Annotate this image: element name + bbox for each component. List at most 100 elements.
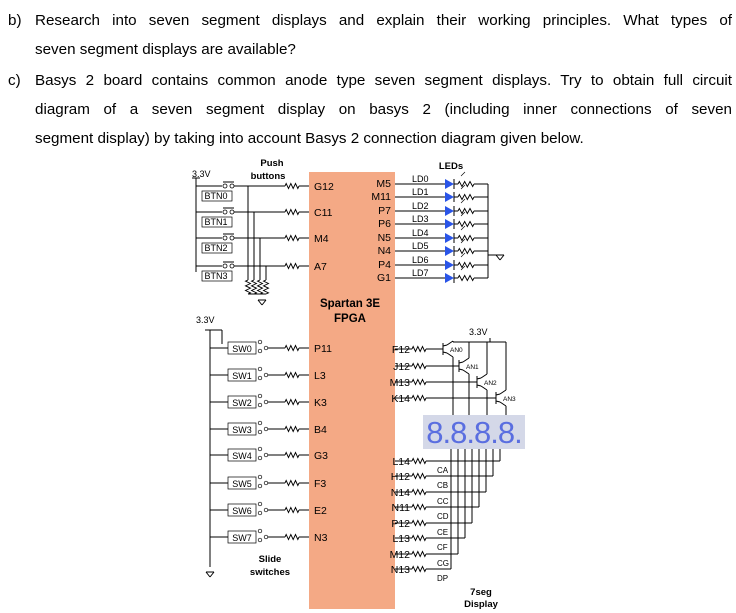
anode-label: AN0 bbox=[450, 347, 463, 354]
fpga-pin: P11 bbox=[314, 343, 332, 355]
push-buttons-title: buttons bbox=[251, 171, 286, 182]
fpga-pin: N4 bbox=[378, 245, 392, 257]
display-digits: 8.8.8.8. bbox=[426, 415, 521, 450]
fpga-pin: L13 bbox=[392, 533, 410, 545]
button-box bbox=[201, 270, 233, 282]
led-label: LD6 bbox=[412, 255, 429, 265]
question-line: Basys 2 board contains common anode type… bbox=[35, 72, 732, 89]
led-label: LD4 bbox=[412, 228, 429, 238]
led-label: LD3 bbox=[412, 214, 429, 224]
switch-label: SW0 bbox=[232, 344, 252, 354]
button-box bbox=[201, 242, 233, 254]
led-icon bbox=[445, 260, 454, 270]
led-label: LD0 bbox=[412, 174, 429, 184]
fpga-pin: G1 bbox=[377, 272, 391, 284]
fpga-pin: M11 bbox=[371, 191, 391, 203]
led-icon bbox=[445, 206, 454, 216]
segment-label: CG bbox=[437, 559, 449, 568]
button-label: BTN2 bbox=[204, 243, 227, 253]
leds-title: LEDs bbox=[439, 161, 463, 172]
question-label: b) bbox=[8, 12, 22, 29]
fpga-pin: E2 bbox=[314, 505, 327, 517]
fpga-pin: H12 bbox=[391, 471, 410, 483]
basys2-connection-diagram: Spartan 3E FPGA Push buttons LEDs Slide … bbox=[192, 158, 525, 610]
fpga-pin: M5 bbox=[376, 178, 391, 190]
supply-label: 3.3V bbox=[196, 315, 215, 325]
led-icon bbox=[445, 273, 454, 283]
fpga-pin: N11 bbox=[392, 502, 411, 514]
seven-segment-display bbox=[423, 415, 525, 449]
fpga-pin: N3 bbox=[314, 532, 328, 544]
switch-label: SW4 bbox=[232, 451, 252, 461]
display-title: 7seg bbox=[470, 587, 492, 598]
fpga-pin: P7 bbox=[378, 205, 391, 217]
slide-switches-title: Slide bbox=[259, 554, 282, 565]
button-label: BTN0 bbox=[204, 191, 227, 201]
switch-box bbox=[227, 341, 257, 355]
fpga-pin: F3 bbox=[314, 478, 326, 490]
fpga-pin: L3 bbox=[314, 370, 326, 382]
fpga-pin: L14 bbox=[392, 456, 410, 468]
fpga-pin: M13 bbox=[390, 377, 411, 389]
switch-label: SW2 bbox=[232, 398, 252, 408]
led-label: LD5 bbox=[412, 241, 429, 251]
switch-label: SW3 bbox=[232, 425, 252, 435]
fpga-pin: F12 bbox=[392, 344, 410, 356]
fpga-pin: N5 bbox=[378, 232, 392, 244]
led-label: LD1 bbox=[412, 187, 429, 197]
fpga-pin: C11 bbox=[314, 207, 333, 219]
fpga-block bbox=[309, 172, 395, 609]
switch-box bbox=[227, 395, 257, 409]
led-icon bbox=[445, 192, 454, 202]
button-box bbox=[201, 216, 233, 228]
fpga-pin: N14 bbox=[391, 487, 410, 499]
button-label: BTN1 bbox=[204, 217, 227, 227]
fpga-pin: M12 bbox=[390, 549, 411, 561]
question-line: Research into seven segment displays and… bbox=[35, 12, 732, 29]
segment-label: CF bbox=[437, 543, 448, 552]
segment-label: CB bbox=[437, 481, 448, 490]
switch-label: SW6 bbox=[232, 506, 252, 516]
fpga-pin: P6 bbox=[378, 218, 391, 230]
led-icon bbox=[445, 219, 454, 229]
anode-label: AN3 bbox=[503, 396, 516, 403]
fpga-pin: G3 bbox=[314, 450, 328, 462]
led-label: LD7 bbox=[412, 268, 429, 278]
anode-label: AN2 bbox=[484, 380, 497, 387]
button-label: BTN3 bbox=[204, 271, 227, 281]
fpga-label: Spartan 3E bbox=[320, 298, 380, 310]
question-line: seven segment displays are available? bbox=[35, 41, 296, 58]
question-line: diagram of a seven segment display on ba… bbox=[35, 101, 732, 118]
fpga-label: FPGA bbox=[334, 313, 366, 325]
led-icon bbox=[445, 246, 454, 256]
question-label: c) bbox=[8, 72, 21, 89]
switch-box bbox=[227, 448, 257, 462]
display-title: Display bbox=[464, 599, 499, 610]
fpga-pin: K14 bbox=[391, 393, 410, 405]
fpga-pin: M4 bbox=[314, 233, 329, 245]
switch-label: SW5 bbox=[232, 479, 252, 489]
switch-box bbox=[227, 368, 257, 382]
fpga-pin: A7 bbox=[314, 261, 327, 273]
led-icon bbox=[445, 233, 454, 243]
switch-box bbox=[227, 422, 257, 436]
anode-label: AN1 bbox=[466, 364, 479, 371]
fpga-pin: P4 bbox=[378, 259, 391, 271]
segment-label: CD bbox=[437, 512, 449, 521]
segment-label: DP bbox=[437, 574, 448, 583]
segment-label: CC bbox=[437, 497, 449, 506]
supply-label: 3.3V bbox=[469, 327, 488, 337]
supply-label: 3.3V bbox=[192, 169, 211, 179]
led-label: LD2 bbox=[412, 201, 429, 211]
fpga-pin: J12 bbox=[393, 361, 410, 373]
switch-label: SW7 bbox=[232, 533, 252, 543]
switch-label: SW1 bbox=[232, 371, 252, 381]
segment-label: CE bbox=[437, 528, 448, 537]
fpga-pin: N13 bbox=[391, 564, 410, 576]
fpga-pin: K3 bbox=[314, 397, 327, 409]
slide-switches-title: switches bbox=[250, 567, 290, 578]
led-icon bbox=[445, 179, 454, 189]
switch-box bbox=[227, 503, 257, 517]
push-buttons-title: Push bbox=[260, 158, 283, 169]
switch-box bbox=[227, 530, 257, 544]
